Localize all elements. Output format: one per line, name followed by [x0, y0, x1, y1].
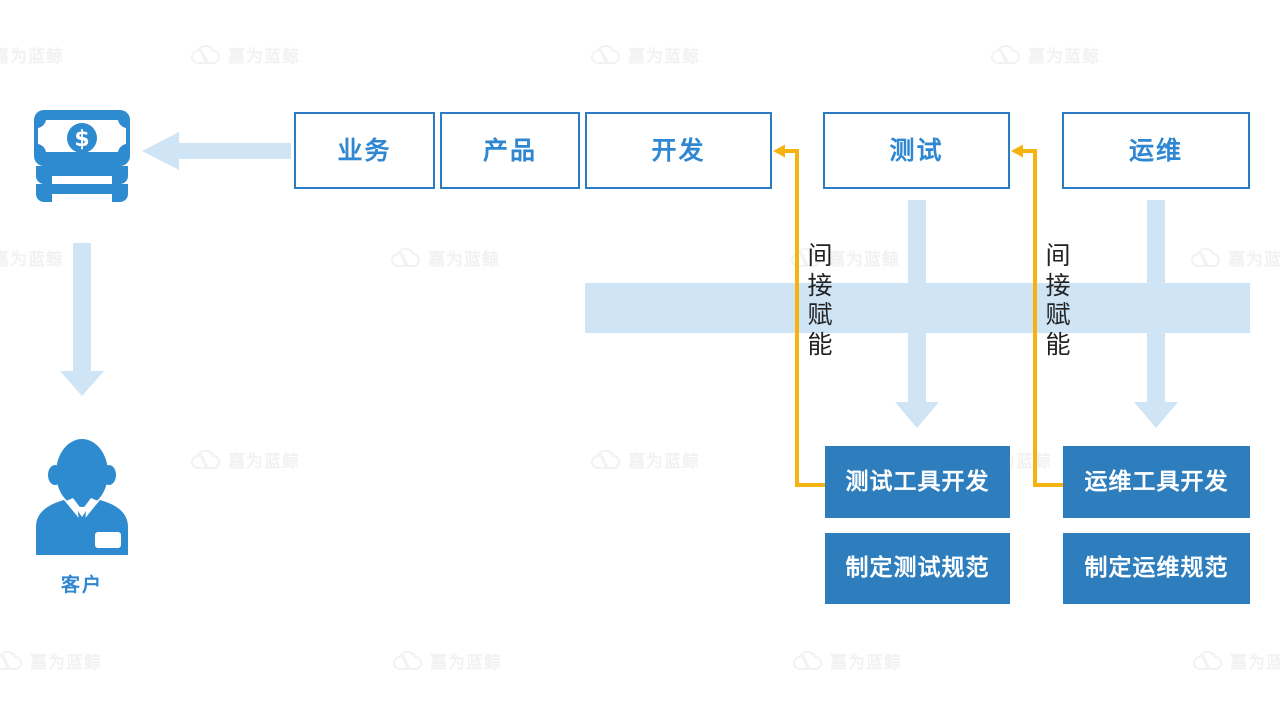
- process-label: 开发: [651, 136, 706, 165]
- watermark: 嘉为蓝鲸: [188, 42, 300, 67]
- watermark-text: 嘉为蓝鲸: [0, 250, 64, 270]
- cloud-logo-icon: [393, 650, 422, 670]
- watermark-text: 嘉为蓝鲸: [828, 250, 900, 270]
- watermark: 嘉为蓝鲸: [988, 42, 1100, 67]
- task-label: 运维工具开发: [1084, 468, 1229, 495]
- cloud-logo-icon: [591, 449, 620, 469]
- watermark: 嘉为蓝鲸: [588, 447, 700, 472]
- watermark: 嘉为蓝鲸: [0, 648, 102, 673]
- process-box-product[interactable]: 产品: [440, 112, 580, 189]
- arrow-down-to-test-tool-dev: [895, 200, 939, 428]
- watermark-text: 嘉为蓝鲸: [228, 452, 300, 472]
- cloud-logo-icon: [1193, 650, 1222, 670]
- task-box-ops-standard[interactable]: 制定运维规范: [1063, 533, 1250, 604]
- watermark-text: 嘉为蓝鲸: [428, 250, 500, 270]
- watermark: 嘉为蓝鲸: [1188, 245, 1280, 270]
- cloud-logo-icon: [991, 44, 1020, 64]
- watermark: 嘉为蓝鲸: [1190, 648, 1280, 673]
- process-box-testing[interactable]: 测试: [823, 112, 1010, 189]
- process-label: 产品: [482, 136, 537, 165]
- cloud-logo-icon: [793, 650, 822, 670]
- watermark: 嘉为蓝鲸: [0, 42, 64, 67]
- process-label: 测试: [889, 136, 944, 165]
- watermark-text: 嘉为蓝鲸: [628, 452, 700, 472]
- cloud-logo-icon: [591, 44, 620, 64]
- money-stack-icon: $: [34, 110, 130, 202]
- vertical-label-indirect-empower-2: 间 接 赋 能: [1045, 241, 1071, 359]
- task-label: 制定运维规范: [1084, 555, 1229, 581]
- watermark-text: 嘉为蓝鲸: [0, 47, 64, 67]
- orange-arrow-test-tool-to-development: [773, 144, 827, 487]
- orange-arrow-ops-tool-to-testing: [1011, 144, 1065, 487]
- task-box-ops-tool-dev[interactable]: 运维工具开发: [1063, 446, 1250, 518]
- watermark-text: 嘉为蓝鲸: [430, 653, 502, 673]
- process-label: 业务: [337, 136, 392, 165]
- vertical-label-indirect-empower-1: 间 接 赋 能: [807, 241, 833, 359]
- task-box-test-standard[interactable]: 制定测试规范: [825, 533, 1010, 604]
- svg-text:$: $: [74, 127, 89, 152]
- watermark: 嘉为蓝鲸: [0, 245, 64, 270]
- cloud-logo-icon: [191, 449, 220, 469]
- arrow-down-to-customer: [60, 243, 104, 396]
- customer-label: 客户: [60, 574, 103, 596]
- customer-person-icon: [36, 439, 128, 555]
- process-box-operations[interactable]: 运维: [1062, 112, 1250, 189]
- task-label: 制定测试规范: [845, 555, 990, 581]
- task-label: 测试工具开发: [845, 468, 990, 495]
- watermark: 嘉为蓝鲸: [588, 42, 700, 67]
- cloud-logo-icon: [0, 650, 22, 670]
- watermark: 嘉为蓝鲸: [188, 447, 300, 472]
- process-box-business[interactable]: 业务: [294, 112, 435, 189]
- watermark-text: 嘉为蓝鲸: [830, 653, 902, 673]
- process-box-development[interactable]: 开发: [585, 112, 772, 189]
- cloud-logo-icon: [191, 44, 220, 64]
- watermark: 嘉为蓝鲸: [790, 648, 902, 673]
- cloud-logo-icon: [1191, 247, 1220, 267]
- watermark-text: 嘉为蓝鲸: [1028, 47, 1100, 67]
- watermark-text: 嘉为蓝鲸: [1230, 653, 1280, 673]
- arrow-down-to-ops-tool-dev: [1134, 200, 1178, 428]
- cloud-logo-icon: [391, 247, 420, 267]
- watermark-text: 嘉为蓝鲸: [228, 47, 300, 67]
- task-box-test-tool-dev[interactable]: 测试工具开发: [825, 446, 1010, 518]
- watermark-text: 嘉为蓝鲸: [628, 47, 700, 67]
- watermark: 嘉为蓝鲸: [388, 245, 500, 270]
- watermark-text: 嘉为蓝鲸: [1228, 250, 1280, 270]
- process-label: 运维: [1128, 136, 1183, 165]
- watermark-text: 嘉为蓝鲸: [30, 653, 102, 673]
- arrow-left-to-money: [142, 132, 291, 170]
- watermark: 嘉为蓝鲸: [390, 648, 502, 673]
